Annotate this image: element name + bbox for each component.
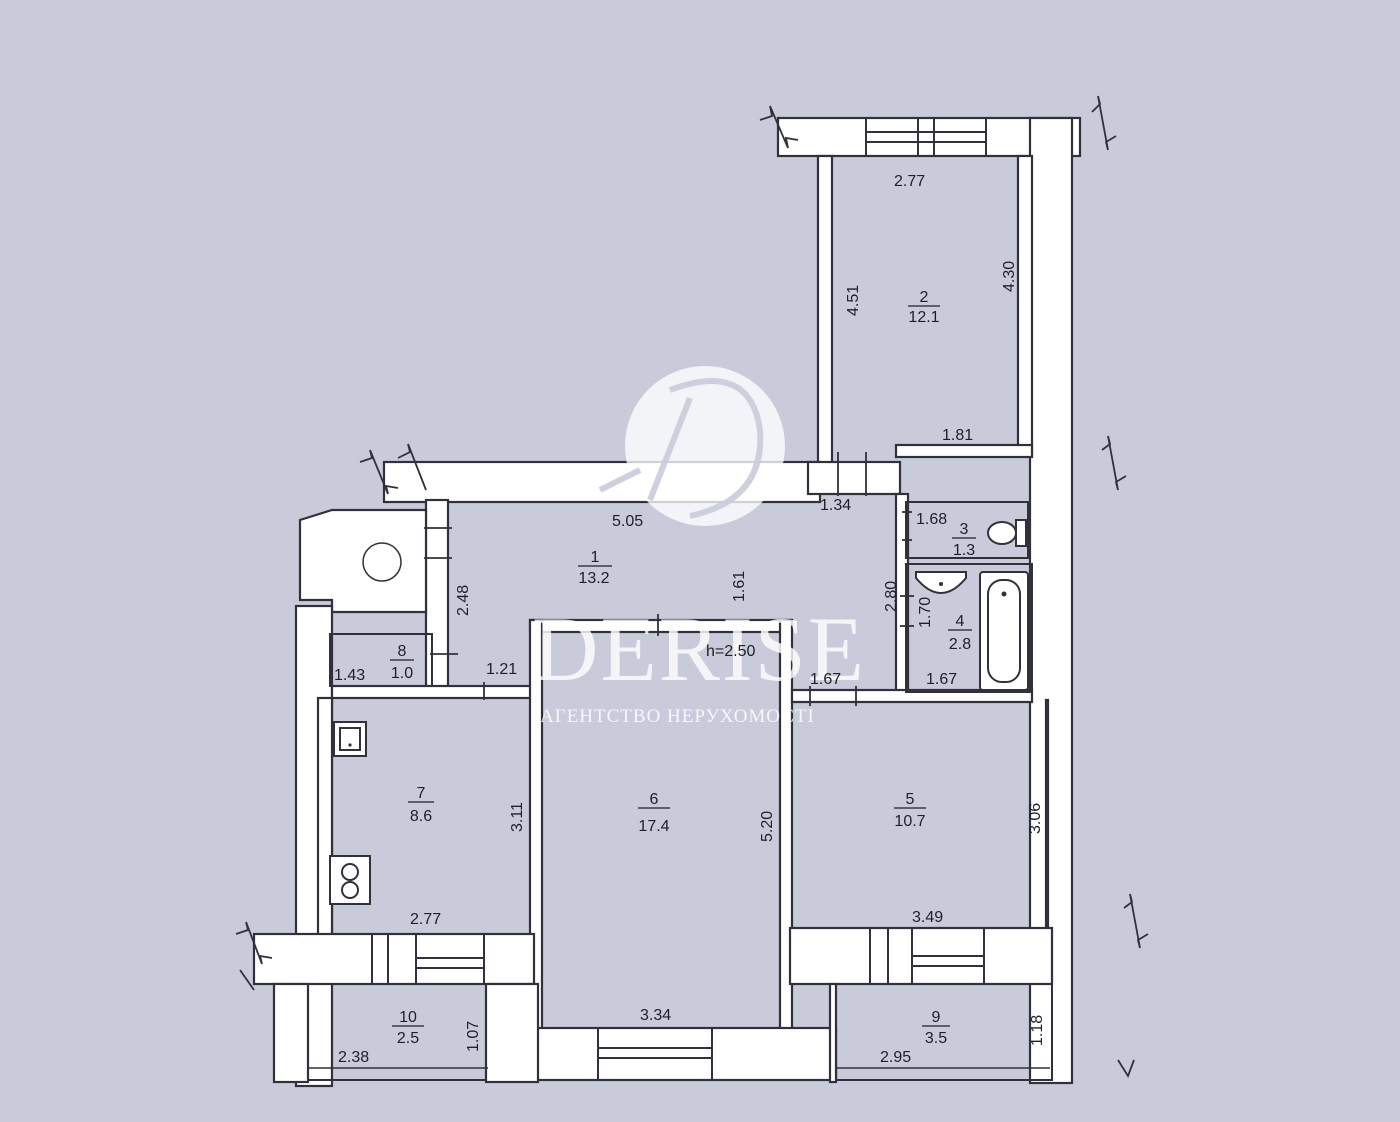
dim-r5-right: 3.06: [1027, 803, 1044, 834]
room-3-label: 3 1.3: [952, 521, 976, 559]
svg-text:5: 5: [906, 791, 915, 808]
wall-room4: [905, 563, 1033, 693]
room-9-label: 9 3.5: [922, 1009, 950, 1047]
dim-r9-height: 1.18: [1029, 1015, 1046, 1046]
room-10-label: 10 2.5: [392, 1009, 424, 1047]
wall-right-room2: [1016, 154, 1034, 458]
svg-text:8.6: 8.6: [410, 808, 432, 825]
dim-r6-bottom: 3.34: [640, 1007, 671, 1024]
watermark: DERISE АГЕНТСТВО НЕРУХОМОСТІ: [532, 366, 866, 727]
wall-balcony-10-right: [484, 982, 540, 1084]
svg-text:10: 10: [399, 1009, 417, 1026]
svg-text:2.5: 2.5: [397, 1030, 419, 1047]
sink-icon: [915, 571, 967, 594]
dim-r6-right: 5.20: [759, 811, 776, 842]
window-room7: [371, 934, 485, 984]
dim-r7-bottom: 2.77: [410, 911, 441, 928]
wall-top-corridor-2: [806, 460, 902, 496]
dim-ceiling-height: h=2.50: [706, 643, 755, 660]
dim-r10-height: 1.07: [465, 1021, 482, 1052]
svg-text:8: 8: [398, 643, 407, 660]
dim-corridor-br: 1.67: [810, 671, 841, 688]
window-room2: [865, 118, 987, 156]
dim-r10-width: 2.38: [338, 1049, 369, 1066]
break-lines: [235, 95, 1149, 1079]
svg-text:1.3: 1.3: [953, 542, 975, 559]
walls: [252, 116, 1082, 1088]
bathtub-icon: [979, 571, 1029, 691]
dim-r2-bottom: 1.81: [942, 427, 973, 444]
svg-text:6: 6: [650, 791, 659, 808]
svg-text:1: 1: [591, 549, 600, 566]
svg-text:1.0: 1.0: [391, 665, 413, 682]
wall-balcony-9-left: [828, 982, 838, 1084]
room-4-label: 4 2.8: [948, 613, 972, 653]
dim-corridor-left: 2.48: [455, 585, 472, 616]
dim-r3-width: 1.68: [916, 511, 947, 528]
svg-text:10.7: 10.7: [894, 813, 925, 830]
room-8-label: 8 1.0: [390, 643, 414, 682]
wall-balcony-10-left: [272, 982, 310, 1084]
wall-left-room2: [816, 154, 834, 468]
dim-corridor-mid: 1.61: [731, 571, 748, 602]
wall-right-long: [1028, 116, 1074, 1085]
wall-bottom-left: [252, 932, 536, 986]
watermark-tagline: АГЕНТСТВО НЕРУХОМОСТІ: [540, 706, 815, 727]
kitchen-sink-icon: [333, 721, 367, 757]
vent-icon: [362, 542, 402, 582]
svg-text:4: 4: [956, 613, 965, 630]
window-room6: [597, 1028, 713, 1080]
room-6-label: 6 17.4: [638, 791, 670, 835]
svg-text:17.4: 17.4: [638, 818, 669, 835]
wall-room3: [905, 501, 1029, 559]
dim-r7-right: 3.11: [509, 802, 526, 832]
wall-right-room5: [1044, 698, 1050, 932]
room-5-label: 5 10.7: [894, 791, 926, 830]
dim-r2-top: 2.77: [894, 173, 925, 190]
room-2-label: 2 12.1: [908, 289, 940, 326]
stove-icon: [329, 855, 371, 905]
dimension-labels: 2.77 4.51 4.30 1.81 5.05 1.61 2.48 2.80 …: [334, 173, 1046, 1066]
dim-r9-width: 2.95: [880, 1049, 911, 1066]
dim-corridor-right: 2.80: [883, 581, 900, 612]
dim-corridor-bl: 1.21: [486, 661, 517, 678]
wall-bottom-room2: [894, 443, 1034, 459]
window-room5: [869, 928, 985, 984]
svg-text:13.2: 13.2: [578, 570, 609, 587]
dim-corridor-top: 5.05: [612, 513, 643, 530]
svg-text:9: 9: [932, 1009, 941, 1026]
dim-r5-bottom: 3.49: [912, 909, 943, 926]
dim-r2-right: 4.30: [1001, 261, 1018, 292]
fixtures: [329, 519, 1029, 905]
windows: [371, 118, 987, 1080]
svg-text:7: 7: [417, 785, 426, 802]
dim-door-134: 1.34: [820, 497, 851, 514]
dim-r4-width: 1.67: [926, 671, 957, 688]
toilet-icon: [987, 519, 1027, 547]
wall-above-room7: [330, 684, 534, 700]
door-ticks: [424, 452, 914, 706]
dim-r8-width: 1.43: [334, 667, 365, 684]
watermark-brand: DERISE: [532, 598, 866, 700]
room-labels: 1 13.2 2 12.1 3 1.3 4 2.8 5 10.7 6 17.4: [390, 289, 976, 1047]
watermark-monogram-icon: [598, 378, 764, 519]
svg-text:3: 3: [960, 521, 969, 538]
svg-text:12.1: 12.1: [908, 309, 939, 326]
wall-bottom-room6: [534, 1026, 838, 1082]
room-1-label: 1 13.2: [578, 549, 612, 587]
room-7-label: 7 8.6: [408, 785, 434, 825]
dim-r4-height: 1.70: [917, 597, 934, 628]
svg-text:3.5: 3.5: [925, 1030, 947, 1047]
dim-r2-left: 4.51: [845, 285, 862, 316]
svg-text:2: 2: [920, 289, 929, 306]
svg-text:2.8: 2.8: [949, 636, 971, 653]
